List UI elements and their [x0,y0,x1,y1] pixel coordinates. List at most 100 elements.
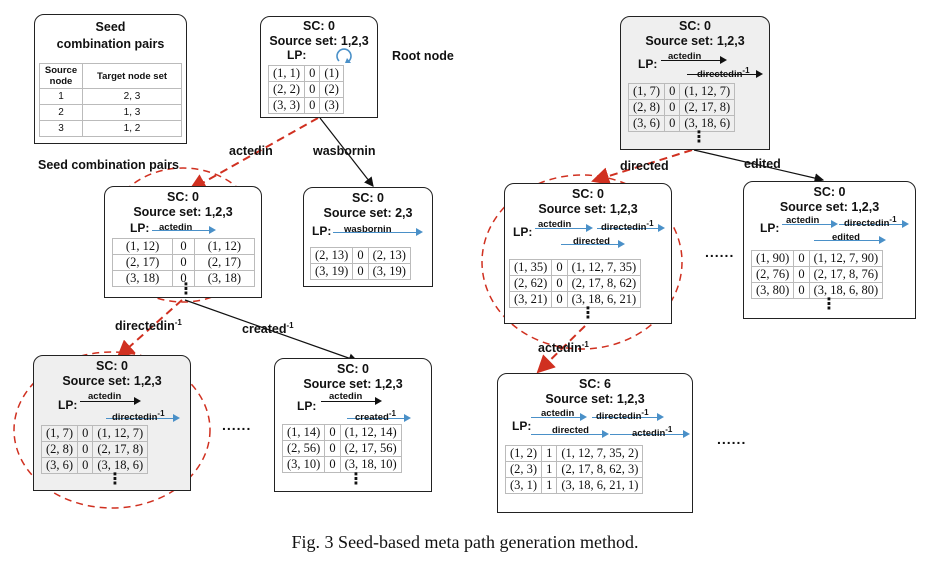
node-sc: SC: 0 [352,191,384,205]
node-pair: (1, 35) [508,259,553,276]
path-seq: (3, 18) [193,270,256,287]
node-pair: (2, 8) [40,441,79,458]
path-row: (1, 12)0(1, 12) [111,238,256,255]
relation-arrow [839,220,909,228]
relation-arrow [661,56,727,64]
path-score: 1 [541,445,558,462]
path-row: (1, 90)0(1, 12, 7, 90) [750,250,884,267]
figure-caption: Fig. 3 Seed-based meta path generation m… [291,532,639,552]
path-row: (1, 7)0(1, 12, 7) [627,83,736,100]
node-wasbornin: SC: 0 Source set: 2,3 LP: wasbornin (2, … [303,187,433,287]
path-score: 0 [793,250,810,267]
rel-directedin-inverse: directedin-1 [601,219,654,234]
path-seq: (3, 18, 6) [679,115,736,132]
lp-label: LP: [512,419,532,433]
path-row: (3, 6)0(3, 18, 6) [40,457,149,474]
seed-row: 2 1, 3 [39,104,182,121]
node-created-inverse: SC: 0 Source set: 1,2,3 LP: actedin crea… [274,358,432,492]
path-row: (3, 18)0(3, 18) [111,270,256,287]
more-rows-dots: ⋮ [178,281,194,298]
rel-directed: directed [552,425,589,436]
rel-directedin-inverse: directedin-1 [596,408,649,423]
path-score: 0 [551,259,568,276]
node-final: SC: 6 Source set: 1,2,3 LP: actedin dire… [497,373,693,513]
node-sc: SC: 0 [572,187,604,201]
seed-source: 1 [39,88,83,105]
path-row: (3, 21)0(3, 18, 6, 21) [508,291,642,308]
rel-actedin: actedin [538,219,572,230]
relation-arrow [531,413,587,421]
edge-label-actedin-inverse: actedin-1 [538,340,589,356]
node-source-set: Source set: 2,3 [323,206,413,220]
edge-label-wasbornin: wasbornin [313,144,376,158]
seed-col-target: Target node set [82,63,182,89]
seed-col-source: Source node [39,63,83,89]
path-seq: (3, 19) [367,263,411,280]
lp-label: LP: [58,398,78,412]
relation-arrow [531,430,609,438]
node-pair: (2, 8) [627,99,666,116]
node-pair: (2, 2) [267,81,306,98]
lp-label: LP: [130,221,150,235]
more-rows-dots: ⋮ [580,305,596,322]
path-score: 0 [77,425,94,442]
path-table: (2, 13)0(2, 13) (3, 19)0(3, 19) [309,247,411,280]
relation-arrow [321,397,382,405]
path-table: (1, 2)1(1, 12, 7, 35, 2) (2, 3)1(2, 17, … [504,445,644,494]
node-pair: (1, 90) [750,250,795,267]
seed-targets: 2, 3 [82,88,182,105]
node-pair: (3, 6) [627,115,666,132]
path-seq: (2, 13) [367,247,411,264]
node-directedin-inverse: SC: 0 Source set: 1,2,3 LP: actedin dire… [33,355,191,491]
path-score: 0 [77,457,94,474]
path-seq: (1) [319,65,344,82]
path-seq: (2, 17) [193,254,256,271]
path-score: 0 [352,247,369,264]
path-seq: (1, 12) [193,238,256,255]
path-score: 0 [664,115,681,132]
rel-directedin-inverse: directedin-1 [112,409,165,424]
node-pair: (3, 6) [40,457,79,474]
node-pair: (2, 13) [309,247,354,264]
relation-arrow [610,430,690,438]
path-row: (2, 62)0(2, 17, 8, 62) [508,275,642,292]
path-table: (1, 35)0(1, 12, 7, 35) (2, 62)0(2, 17, 8… [508,259,642,308]
node-pair: (1, 14) [281,424,326,441]
path-seq: (2, 17, 8, 76) [808,266,884,283]
more-rows-dots: ⋮ [348,471,364,488]
seed-header-row: Source node Target node set [39,63,182,89]
path-score: 1 [541,477,558,494]
path-row: (1, 2)1(1, 12, 7, 35, 2) [504,445,644,462]
lp-label: LP: [287,48,307,62]
path-seq: (3) [319,97,344,114]
node-source-set: Source set: 1,2,3 [545,392,645,406]
path-seq: (2, 17, 8, 62) [566,275,642,292]
path-score: 0 [551,291,568,308]
root-node: SC: 0 Source set: 1,2,3 LP: (1, 1)0(1) (… [260,16,378,118]
node-pair: (3, 1) [504,477,543,494]
path-row: (1, 14)0(1, 12, 14) [281,424,402,441]
path-seq: (1, 12, 14) [339,424,402,441]
path-row: (2, 13)0(2, 13) [309,247,411,264]
path-row: (3, 19)0(3, 19) [309,263,411,280]
node-sc: SC: 6 [579,377,611,391]
edge-label-edited: edited [744,157,781,171]
node-pair: (2, 62) [508,275,553,292]
rel-directed: directed [573,236,610,247]
path-score: 0 [324,424,341,441]
path-row: (3, 3)0(3) [267,97,344,114]
path-seq: (1, 12, 7, 35) [566,259,642,276]
node-pair: (1, 12) [111,238,174,255]
lp-label: LP: [297,399,317,413]
more-nodes-ellipsis: ...... [705,244,735,260]
path-score: 0 [793,266,810,283]
rel-actedin: actedin [541,408,575,419]
more-nodes-ellipsis: ...... [222,417,252,433]
path-table: (1, 1)0(1) (2, 2)0(2) (3, 3)0(3) [267,65,344,114]
more-nodes-ellipsis: ...... [717,431,747,447]
path-score: 0 [172,238,195,255]
node-pair: (2, 56) [281,440,326,457]
path-row: (3, 1)1(3, 18, 6, 21, 1) [504,477,644,494]
relation-arrow [814,236,886,244]
